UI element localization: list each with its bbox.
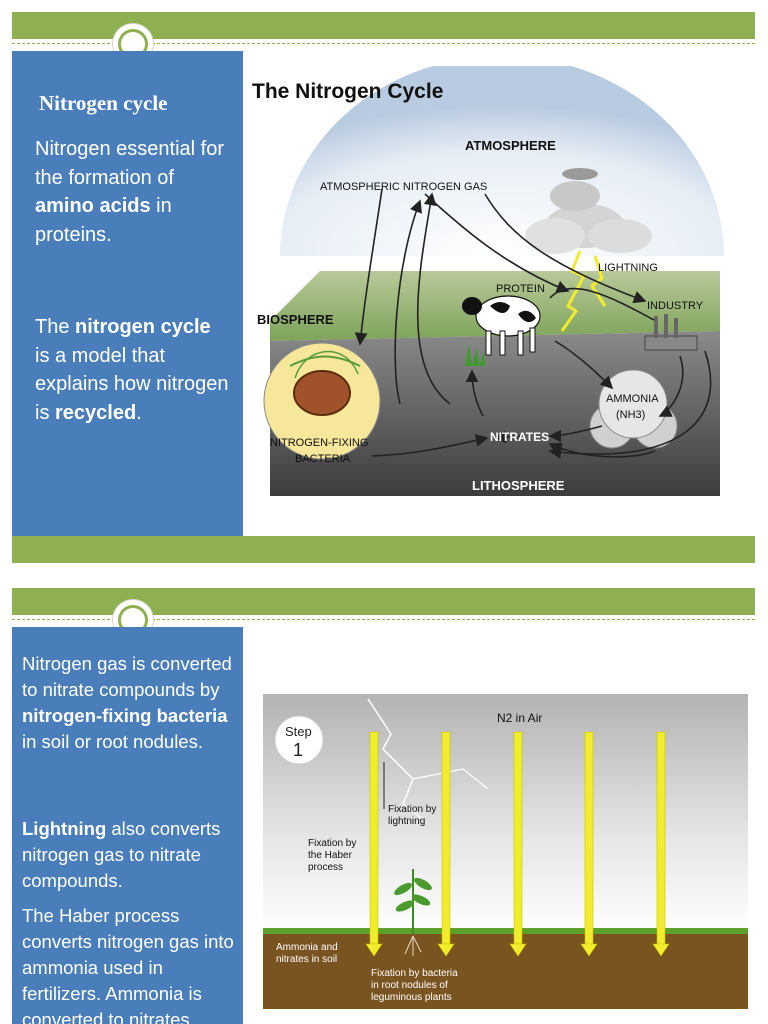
slide-heading: Nitrogen cycle xyxy=(39,91,168,115)
step-word: Step xyxy=(285,724,312,739)
label-nitrates: NITRATES xyxy=(490,430,549,444)
text-run: also converts nitrogen gas to nitrate co… xyxy=(22,818,221,891)
label-bacteria-2: in root nodules of xyxy=(371,980,448,991)
label-haber-3: process xyxy=(308,862,343,873)
text-run: The Haber process converts nitrogen gas … xyxy=(22,905,234,1024)
grass-strip xyxy=(263,928,748,936)
slide-1: Nitrogen cycle Nitrogen essential for th… xyxy=(12,12,755,563)
cloud-icon xyxy=(525,168,652,254)
label-bacteria-3: leguminous plants xyxy=(371,992,452,1003)
bold-text: recycled xyxy=(55,401,137,424)
label-industry: INDUSTRY xyxy=(647,300,704,312)
dashed-divider xyxy=(12,43,755,44)
label-bacteria-1: NITROGEN-FIXING xyxy=(270,437,368,449)
text-run: in proteins. xyxy=(35,195,172,246)
nitrogen-cycle-diagram: The Nitrogen Cycle ATMOSPHERE ATMOSPHERI… xyxy=(252,66,724,496)
dashed-divider xyxy=(12,619,755,620)
lightning-branch-icon xyxy=(412,768,489,790)
slide-bottom-bar xyxy=(12,536,755,563)
label-fix-lightning-2: lightning xyxy=(388,816,425,827)
label-nh3: (NH3) xyxy=(616,409,645,421)
label-protein: PROTEIN xyxy=(496,283,545,295)
label-atmospheric-nitrogen-gas: ATMOSPHERIC NITROGEN GAS xyxy=(320,181,487,193)
nitrogen-arrows xyxy=(365,731,670,957)
text-run: The xyxy=(35,316,76,338)
label-n2-in-air: N2 in Air xyxy=(497,711,542,725)
label-haber-2: the Haber xyxy=(308,850,353,861)
label-bacteria-1: Fixation by bacteria xyxy=(371,968,458,979)
slide-2: Nitrogen gas is converted to nitrate com… xyxy=(12,588,755,1024)
paragraph-1: Nitrogen gas is converted to nitrate com… xyxy=(22,651,237,755)
nitrogen-fixation-diagram: Step 1 N2 in Air Fixation by lightn xyxy=(263,694,748,1009)
label-fix-lightning-1: Fixation by xyxy=(388,804,436,815)
paragraph-2: The nitrogen cycle is a model that expla… xyxy=(35,313,230,427)
bold-text: nitrogen cycle xyxy=(75,316,211,338)
label-bacteria-2: BACTERIA xyxy=(295,453,351,465)
plant-icon xyxy=(394,869,432,956)
sky-dome xyxy=(280,66,724,256)
label-soil-1: Ammonia and xyxy=(276,942,338,953)
paragraph-2: Lightning also converts nitrogen gas to … xyxy=(22,816,237,894)
label-biosphere: BIOSPHERE xyxy=(257,312,334,327)
text-panel: Nitrogen gas is converted to nitrate com… xyxy=(12,627,243,1024)
text-panel: Nitrogen cycle Nitrogen essential for th… xyxy=(12,51,243,536)
text-run: . xyxy=(136,401,142,424)
bold-text: nitrogen-fixing bacteria xyxy=(22,705,228,726)
label-lightning: LIGHTNING xyxy=(598,262,658,274)
text-run: in soil or root nodules. xyxy=(22,731,203,752)
bold-text: amino acids xyxy=(35,195,151,218)
sky-background xyxy=(263,694,748,934)
label-soil-2: nitrates in soil xyxy=(276,954,337,965)
step-badge: Step 1 xyxy=(274,715,324,765)
grass-tuft-icon xyxy=(465,344,485,366)
text-run: is a model that explains how nitrogen is xyxy=(35,344,229,424)
paragraph-1: Nitrogen essential for the formation of … xyxy=(35,135,230,249)
label-lithosphere: LITHOSPHERE xyxy=(472,478,565,493)
diagram-title: The Nitrogen Cycle xyxy=(252,80,443,103)
label-haber-1: Fixation by xyxy=(308,838,356,849)
cycle-arrows xyxy=(354,188,712,459)
text-run: Nitrogen essential for the formation of xyxy=(35,138,224,189)
cow-icon xyxy=(462,295,541,356)
bacteria-circle-icon xyxy=(263,342,381,460)
bold-text: Lightning xyxy=(22,818,107,839)
factory-icon xyxy=(644,314,698,351)
paragraph-3: The Haber process converts nitrogen gas … xyxy=(22,903,237,1024)
label-ammonia: AMMONIA xyxy=(606,393,659,405)
label-atmosphere: ATMOSPHERE xyxy=(465,138,556,153)
text-run: Nitrogen gas is converted to nitrate com… xyxy=(22,653,232,700)
lightning-icon xyxy=(367,698,424,820)
step-number: 1 xyxy=(293,740,303,760)
